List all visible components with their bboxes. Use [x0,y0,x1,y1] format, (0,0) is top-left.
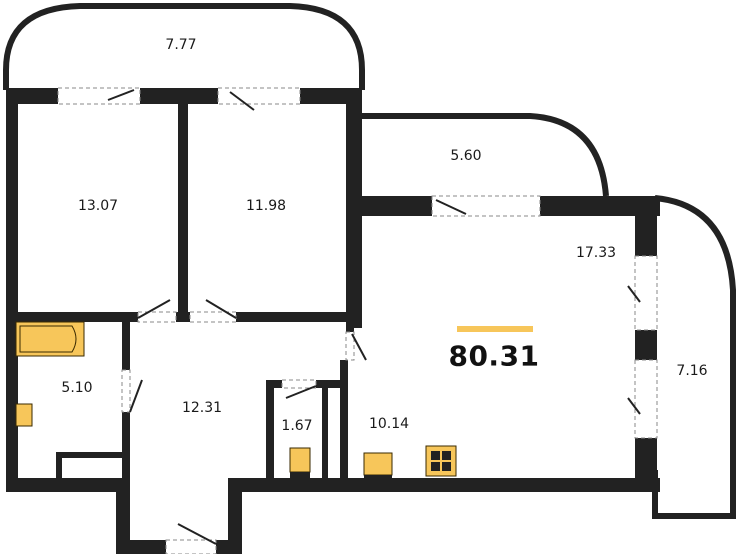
room-area-living-room: 17.33 [575,245,617,261]
room-area-bedroom-2: 11.98 [245,198,287,214]
total-area-accent-bar [457,326,533,332]
room-area-balcony-top: 7.77 [165,37,197,53]
room-area-hallway: 12.31 [181,400,223,416]
room-area-kitchen: 10.14 [368,416,410,432]
kitchen-sink-icon [363,452,393,476]
toilet-icon [289,447,311,473]
total-area: 80.31 [448,339,540,373]
room-area-balcony-right: 7.16 [676,363,708,379]
stove-icon [425,445,457,477]
bathroom-sink-icon [15,403,33,427]
room-area-bathroom: 5.10 [61,380,93,396]
room-area-balcony-middle: 5.60 [450,148,482,164]
room-area-bedroom-1: 13.07 [77,198,119,214]
room-area-toilet: 1.67 [281,418,313,434]
bathtub-icon [15,321,85,357]
